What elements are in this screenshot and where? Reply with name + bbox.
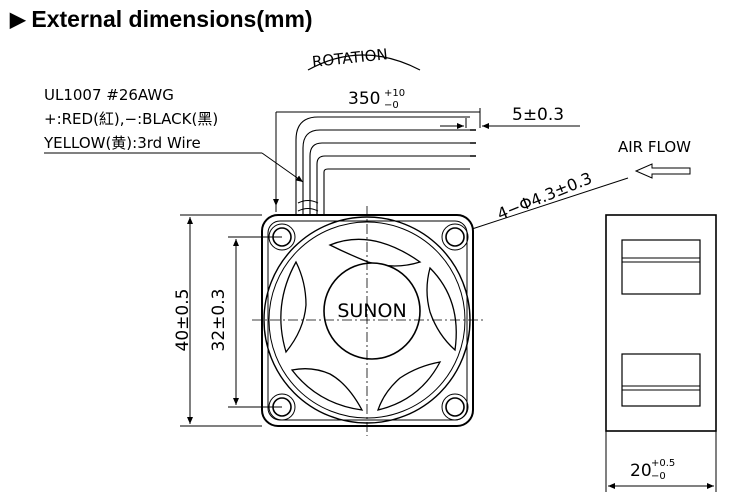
mounting-hole [441,393,469,421]
fan-hub [323,262,421,360]
mounting-hole [445,227,465,247]
strip-length-value: 5±0.3 [512,105,564,125]
pitch-dimension: 32±0.3 [209,236,282,408]
page-title-text: External dimensions(mm) [31,6,313,32]
wire-spec: UL1007 #26AWG +:RED(紅),−:BLACK(黑) YELLOW… [43,86,304,183]
leader-line [471,177,629,230]
strip-length-dimension: 5±0.3 [440,105,580,129]
fan-front-view: SUNON [252,206,484,436]
depth-upper: +0.5 [651,458,675,469]
airflow-indicator: AIR FLOW [618,138,691,179]
lead-length-upper: +10 [384,88,405,99]
hole-value: 4−Φ4.3±0.3 [494,168,594,223]
wire-spec-line: UL1007 #26AWG [44,86,174,104]
airflow-arrow-icon [634,163,691,179]
outer-value: 40±0.5 [173,289,193,352]
rotation-indicator: ROTATION [307,45,421,71]
rotation-arc [307,54,421,71]
fan-blade [377,361,442,411]
mounting-hole [445,397,465,417]
right-triangle-icon: ▶ [10,9,26,31]
depth-value: 20 [630,461,652,481]
page-title: ▶ External dimensions(mm) [10,6,313,33]
fan-blades [280,238,457,411]
fan-frame-inner [267,220,468,421]
pitch-value: 32±0.3 [209,289,229,352]
outer-dimension: 40±0.5 [173,214,262,427]
fan-blade [280,260,307,354]
wire-signal-line: YELLOW(黄):3rd Wire [43,134,201,152]
depth-dimension: 20 +0.5 −0 [605,431,717,492]
side-frame [605,214,717,432]
airflow-label: AIR FLOW [618,138,691,156]
fan-blade [328,238,422,267]
fan-side-view [605,214,717,432]
side-slot [621,353,701,407]
lead-length-lower: −0 [384,100,399,111]
lead-length-value: 350 [348,89,380,109]
brand-logo: SUNON [337,300,406,322]
lead-wires [295,116,476,215]
lead-length-dimension: 350 +10 −0 [273,88,481,212]
depth-lower: −0 [651,471,666,482]
rotation-label: ROTATION [311,45,388,71]
center-lines [252,206,484,436]
side-slot [621,239,701,295]
mounting-hole [441,223,469,251]
leader-line [261,152,304,183]
fan-blade [426,266,457,352]
wire-polarity-line: +:RED(紅),−:BLACK(黑) [44,110,218,128]
fan-blade [290,368,364,411]
